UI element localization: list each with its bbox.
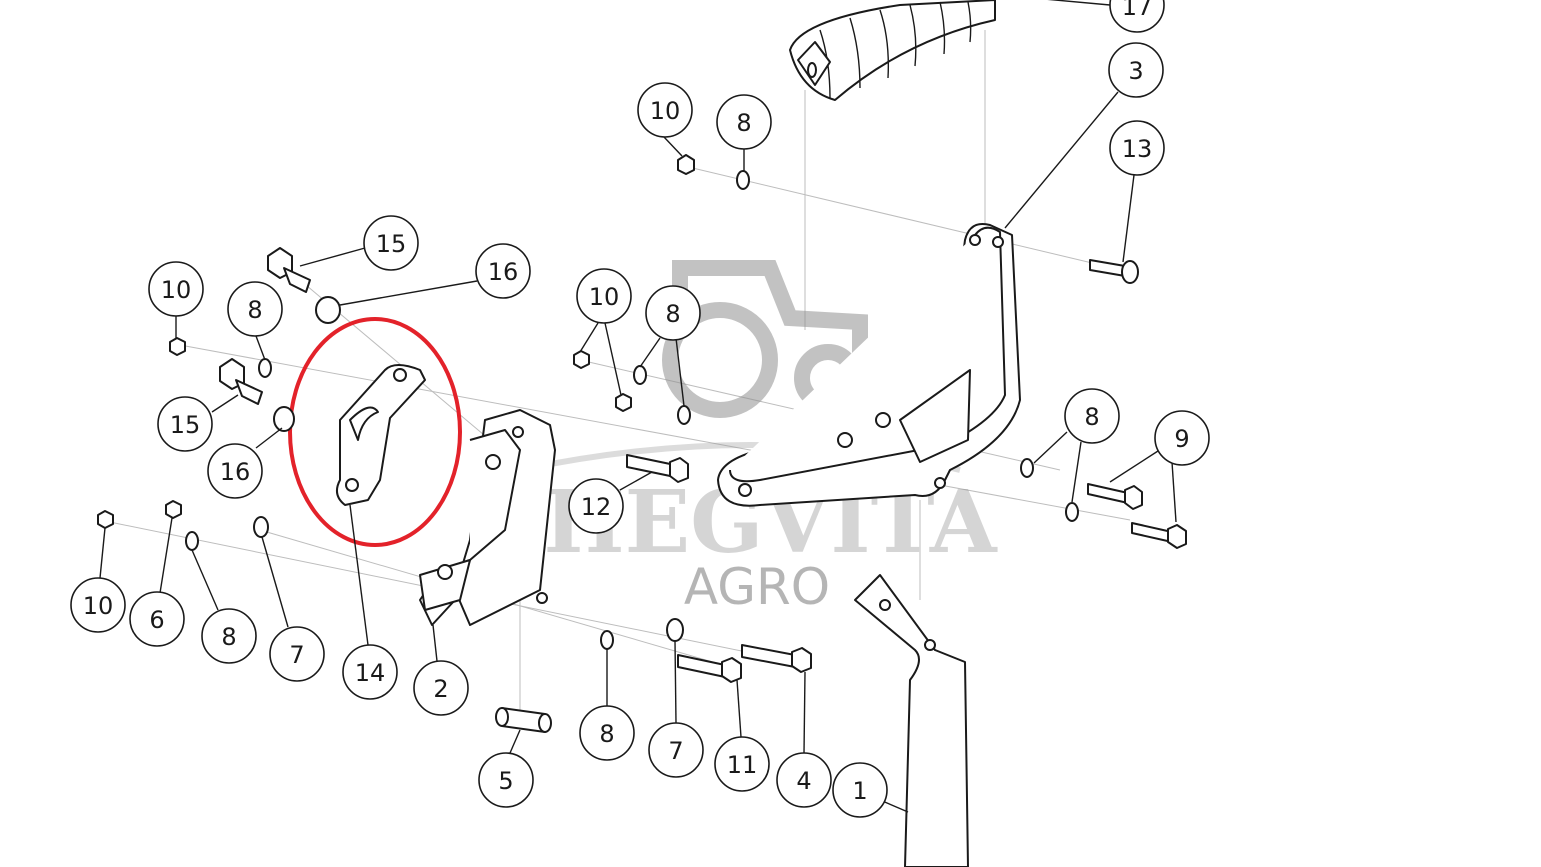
callout-16: 16 [207, 443, 263, 499]
highlight-ring [288, 317, 462, 547]
callout-label: 10 [83, 592, 114, 620]
callout-10: 10 [148, 261, 204, 317]
callout-12: 12 [568, 478, 624, 534]
nut-10-b [169, 337, 186, 356]
washer-8-f [1065, 502, 1079, 522]
callout-7: 7 [269, 626, 325, 682]
washer-16-b [273, 406, 295, 432]
callout-label: 17 [1122, 0, 1153, 21]
callout-1: 1 [832, 762, 888, 818]
callout-13: 13 [1109, 120, 1165, 176]
washer-8-g [185, 531, 199, 551]
callout-8: 8 [227, 281, 283, 337]
callout-17: 17 [1109, 0, 1165, 33]
callout-8: 8 [201, 608, 257, 664]
callout-label: 10 [161, 276, 192, 304]
callout-label: 2 [433, 675, 448, 703]
bolt-12 [626, 454, 689, 483]
callout-10: 10 [637, 82, 693, 138]
callout-label: 16 [220, 458, 251, 486]
bolt-15-a [267, 247, 311, 293]
callout-8: 8 [716, 94, 772, 150]
bolt-9-a [1087, 483, 1143, 510]
callout-label: 4 [796, 767, 811, 795]
callout-2: 2 [413, 660, 469, 716]
callout-label: 10 [589, 283, 620, 311]
callout-label: 14 [355, 659, 386, 687]
callout-label: 3 [1128, 57, 1143, 85]
part-2-bracket [419, 409, 556, 626]
washer-7-b [666, 618, 684, 642]
washer-7-a [253, 516, 269, 538]
callout-label: 8 [1084, 403, 1099, 431]
callout-label: 8 [736, 109, 751, 137]
callout-label: 8 [665, 300, 680, 328]
callout-label: 5 [498, 767, 513, 795]
nut-10-e [97, 510, 114, 529]
washer-8-b [258, 358, 272, 378]
bolt-9-b [1131, 522, 1187, 549]
callout-5: 5 [478, 752, 534, 808]
callout-label: 9 [1174, 425, 1189, 453]
watermark-sub: AGRO [684, 558, 830, 616]
washer-8-a [736, 170, 750, 190]
callout-label: 8 [221, 623, 236, 651]
callout-4: 4 [776, 752, 832, 808]
callout-14: 14 [342, 644, 398, 700]
bolt-4 [741, 644, 812, 673]
callout-10: 10 [576, 268, 632, 324]
callout-label: 12 [581, 493, 612, 521]
callout-15: 15 [157, 396, 213, 452]
callout-15: 15 [363, 215, 419, 271]
part-14-lever [335, 364, 426, 506]
nut-10-c [573, 350, 590, 369]
callout-label: 8 [247, 296, 262, 324]
callout-label: 6 [149, 606, 164, 634]
callout-label: 7 [289, 641, 304, 669]
bolt-13 [1089, 259, 1139, 284]
washer-8-h [600, 630, 614, 650]
callout-8: 8 [645, 285, 701, 341]
callout-16: 16 [475, 243, 531, 299]
callout-8: 8 [579, 705, 635, 761]
callout-7: 7 [648, 722, 704, 778]
callout-label: 10 [650, 97, 681, 125]
nut-10-a [677, 154, 695, 175]
callout-9: 9 [1154, 410, 1210, 466]
hardware-parts [97, 154, 1187, 733]
callout-6: 6 [129, 591, 185, 647]
callout-8: 8 [1064, 388, 1120, 444]
washer-8-d [677, 405, 691, 425]
bolt-15-b [219, 358, 263, 405]
bushing-5 [495, 707, 552, 733]
callout-label: 1 [852, 777, 867, 805]
callout-11: 11 [714, 736, 770, 792]
leader-lines [99, 0, 1177, 813]
callout-label: 8 [599, 720, 614, 748]
callout-10: 10 [70, 577, 126, 633]
callout-label: 13 [1122, 135, 1153, 163]
part-3-frame [717, 223, 1021, 507]
nut-6 [165, 500, 182, 519]
callout-label: 16 [488, 258, 519, 286]
callout-label: 11 [727, 751, 758, 779]
washer-16-a [315, 296, 341, 324]
nut-10-d [615, 393, 632, 412]
washer-8-c [633, 365, 647, 385]
washer-8-e [1020, 458, 1034, 478]
bolt-11 [677, 654, 742, 683]
callout-3: 3 [1108, 42, 1164, 98]
part-1-shank [854, 574, 969, 867]
callout-label: 7 [668, 737, 683, 765]
callout-label: 15 [170, 411, 201, 439]
callout-label: 15 [376, 230, 407, 258]
part-17-spring [789, 0, 996, 101]
